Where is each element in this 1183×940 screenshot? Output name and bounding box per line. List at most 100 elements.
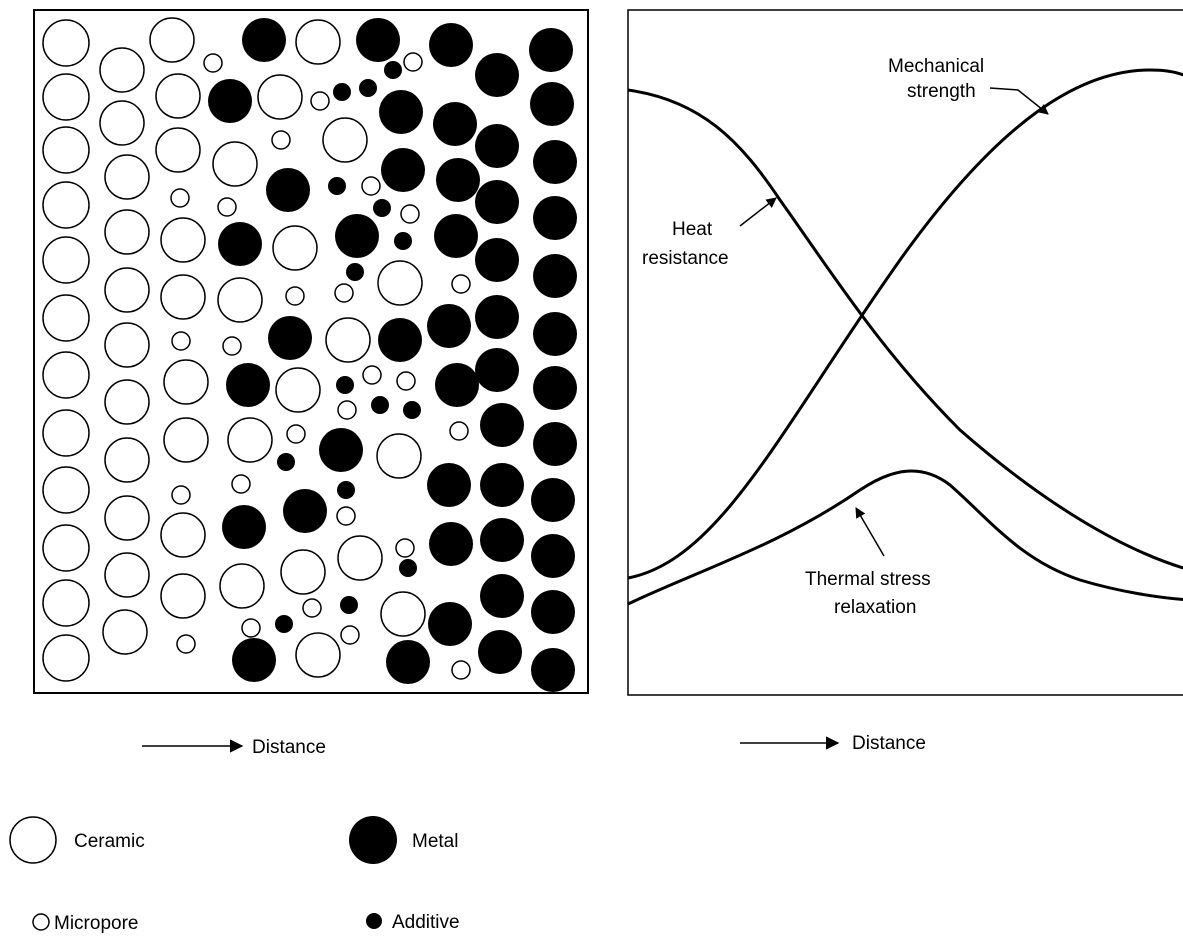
ceramic-particle bbox=[104, 322, 150, 368]
ceramic-particle bbox=[42, 524, 90, 572]
ceramic-particle bbox=[155, 73, 201, 119]
ceramic-particle bbox=[163, 359, 209, 405]
ceramic-particle bbox=[380, 591, 426, 637]
metal-particle bbox=[475, 53, 519, 97]
micropore bbox=[241, 618, 261, 638]
ceramic-particle bbox=[295, 632, 341, 678]
metal-particle bbox=[218, 222, 262, 266]
micropore bbox=[400, 204, 420, 224]
ceramic-particle bbox=[104, 379, 150, 425]
ceramic-particle bbox=[42, 294, 90, 342]
metal-particle bbox=[480, 518, 524, 562]
additive-particle bbox=[399, 559, 417, 577]
ceramic-particle bbox=[99, 100, 145, 146]
metal-particle bbox=[433, 102, 477, 146]
metal-particle bbox=[480, 403, 524, 447]
ceramic-particle bbox=[272, 225, 318, 271]
ceramic-particle bbox=[104, 154, 150, 200]
micropore bbox=[403, 52, 423, 72]
micropore bbox=[171, 331, 191, 351]
micropore bbox=[302, 598, 322, 618]
micropore bbox=[231, 474, 251, 494]
additive-particle bbox=[394, 232, 412, 250]
micropore bbox=[170, 188, 190, 208]
micropore bbox=[396, 371, 416, 391]
metal-particle bbox=[427, 304, 471, 348]
ceramic-particle bbox=[337, 535, 383, 581]
ceramic-particle bbox=[149, 17, 195, 63]
ceramic-particle bbox=[280, 549, 326, 595]
additive-particle bbox=[328, 177, 346, 195]
legend-additive: Additive bbox=[366, 912, 460, 933]
micropore bbox=[217, 197, 237, 217]
additive-particle bbox=[275, 615, 293, 633]
ceramic-particle bbox=[160, 274, 206, 320]
additive-label: Additive bbox=[392, 912, 460, 933]
right-distance-label: Distance bbox=[852, 733, 926, 754]
micropore-label: Micropore bbox=[54, 913, 138, 934]
metal-particle bbox=[435, 363, 479, 407]
thermal-stress-relaxation-curve bbox=[627, 469, 1183, 606]
ceramic-particle bbox=[163, 417, 209, 463]
ceramic-particle bbox=[104, 267, 150, 313]
metal-particle bbox=[436, 158, 480, 202]
ceramic-particle bbox=[42, 579, 90, 627]
ceramic-particle bbox=[160, 217, 206, 263]
micropore bbox=[310, 91, 330, 111]
micropore bbox=[451, 274, 471, 294]
thermal-stress-relaxation-pointer bbox=[855, 507, 885, 557]
additive-particle bbox=[373, 199, 391, 217]
ceramic-particle bbox=[219, 563, 265, 609]
metal-particle bbox=[319, 428, 363, 472]
metal-particle bbox=[531, 478, 575, 522]
ceramic-particle bbox=[322, 117, 368, 163]
ceramic-particle bbox=[295, 19, 341, 65]
metal-particle bbox=[335, 214, 379, 258]
metal-particle bbox=[381, 148, 425, 192]
metal-particle bbox=[531, 648, 575, 692]
metal-swatch bbox=[349, 816, 397, 864]
micropore bbox=[286, 424, 306, 444]
property-graph-frame bbox=[627, 9, 1183, 696]
mechanical-strength-annotation: Mechanical strength bbox=[888, 56, 1049, 115]
micropore bbox=[451, 660, 471, 680]
metal-particle bbox=[475, 295, 519, 339]
micropore bbox=[176, 634, 196, 654]
metal-particle bbox=[533, 140, 577, 184]
mechanical-strength-pointer bbox=[989, 87, 1049, 115]
ceramic-particle bbox=[42, 19, 90, 67]
particle-field bbox=[42, 17, 577, 692]
micropore bbox=[361, 176, 381, 196]
microstructure-panel bbox=[33, 9, 589, 694]
ceramic-particle bbox=[104, 209, 150, 255]
left-distance-axis: Distance bbox=[142, 737, 326, 758]
ceramic-particle bbox=[155, 127, 201, 173]
metal-particle bbox=[533, 312, 577, 356]
thermal-stress-relaxation-annotation: Thermal stress relaxation bbox=[805, 507, 931, 618]
thermal-stress-relaxation-label-line1: Thermal stress bbox=[805, 569, 931, 590]
metal-particle bbox=[356, 18, 400, 62]
microstructure-frame bbox=[33, 9, 589, 694]
metal-particle bbox=[530, 82, 574, 126]
additive-particle bbox=[333, 83, 351, 101]
thermal-stress-relaxation-label-line2: relaxation bbox=[834, 597, 916, 618]
heat-resistance-annotation: Heat resistance bbox=[642, 197, 777, 269]
legend-metal: Metal bbox=[349, 816, 458, 864]
ceramic-particle bbox=[42, 236, 90, 284]
micropore bbox=[222, 336, 242, 356]
metal-particle bbox=[283, 489, 327, 533]
ceramic-particle bbox=[377, 260, 423, 306]
metal-particle bbox=[428, 602, 472, 646]
additive-particle bbox=[371, 396, 389, 414]
ceramic-particle bbox=[160, 512, 206, 558]
mechanical-strength-curve bbox=[627, 68, 1183, 580]
ceramic-particle bbox=[104, 552, 150, 598]
additive-particle bbox=[359, 79, 377, 97]
heat-resistance-pointer bbox=[739, 197, 777, 227]
metal-particle bbox=[427, 463, 471, 507]
metal-particle bbox=[475, 124, 519, 168]
ceramic-particle bbox=[42, 181, 90, 229]
metal-particle bbox=[378, 318, 422, 362]
legend: Ceramic Metal Micropore Additive bbox=[9, 816, 460, 934]
metal-particle bbox=[222, 505, 266, 549]
